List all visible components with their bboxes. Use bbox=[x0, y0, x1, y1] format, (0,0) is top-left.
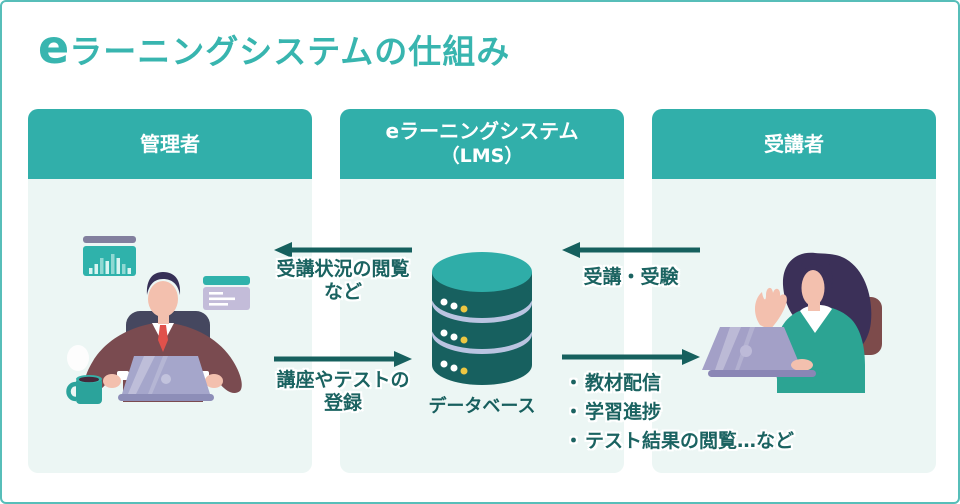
database-icon bbox=[432, 252, 532, 385]
bullet-dot: ・ bbox=[564, 430, 584, 452]
column-admin: 管理者 bbox=[28, 109, 312, 473]
hair bbox=[146, 272, 181, 295]
neck bbox=[158, 313, 169, 324]
hair-front bbox=[800, 254, 833, 289]
column-header-lms-line2: （LMS） bbox=[440, 145, 524, 167]
bar-chart-card-icon bbox=[83, 236, 136, 276]
column-header-lms-line1: eラーニングシステム bbox=[385, 119, 579, 143]
arrow-right-register-icon bbox=[274, 351, 412, 367]
browser-card-icon bbox=[203, 276, 250, 310]
steam-puff bbox=[67, 345, 89, 371]
typing-hand bbox=[791, 359, 813, 371]
arrow-left-view-status-icon bbox=[274, 242, 412, 258]
database-label: データベース bbox=[428, 396, 536, 417]
coffee-mug-icon bbox=[66, 375, 102, 404]
student-at-laptop-illustration bbox=[702, 252, 882, 393]
flow-label-view-status: 受講状況の閲覧 など bbox=[276, 258, 410, 303]
bullet-dot: ・ bbox=[564, 372, 584, 394]
bullet-item: ・ 学習進捗 bbox=[564, 398, 814, 427]
page-title: eラーニングシステムの仕組み bbox=[38, 20, 510, 74]
admin-at-laptop-illustration bbox=[66, 236, 250, 404]
column-header-lms: eラーニングシステム （LMS） bbox=[340, 109, 624, 179]
flow-label-attend: 受講・受験 bbox=[583, 266, 679, 288]
raised-hand bbox=[754, 287, 787, 330]
laptop-icon bbox=[702, 327, 802, 370]
flow-label-register: 講座やテストの 登録 bbox=[276, 369, 410, 414]
laptop-base bbox=[708, 370, 816, 377]
bullet-item: ・ テスト結果の閲覧…など bbox=[564, 427, 814, 456]
column-header-admin: 管理者 bbox=[28, 109, 312, 179]
column-header-student: 受講者 bbox=[652, 109, 936, 179]
database-dots bbox=[440, 298, 468, 375]
red-tie bbox=[158, 325, 168, 352]
face bbox=[148, 281, 178, 317]
laptop-icon bbox=[118, 356, 214, 401]
collar bbox=[800, 305, 832, 333]
page-title-rest: ラーニングシステムの仕組み bbox=[69, 32, 511, 71]
page-title-e: e bbox=[38, 20, 70, 74]
typing-arm bbox=[802, 349, 844, 375]
arrow-right-deliver-icon bbox=[562, 349, 700, 365]
bullet-dot: ・ bbox=[564, 401, 584, 423]
flow-bullet-list-deliver: ・ 教材配信 ・ 学習進捗 ・ テスト結果の閲覧…など bbox=[564, 369, 814, 456]
bullet-item: ・ 教材配信 bbox=[564, 369, 814, 398]
face bbox=[801, 270, 825, 306]
arrow-left-attend-icon bbox=[562, 242, 700, 258]
left-hand bbox=[103, 374, 121, 388]
left-cuff bbox=[117, 371, 129, 380]
right-hand bbox=[205, 374, 223, 388]
